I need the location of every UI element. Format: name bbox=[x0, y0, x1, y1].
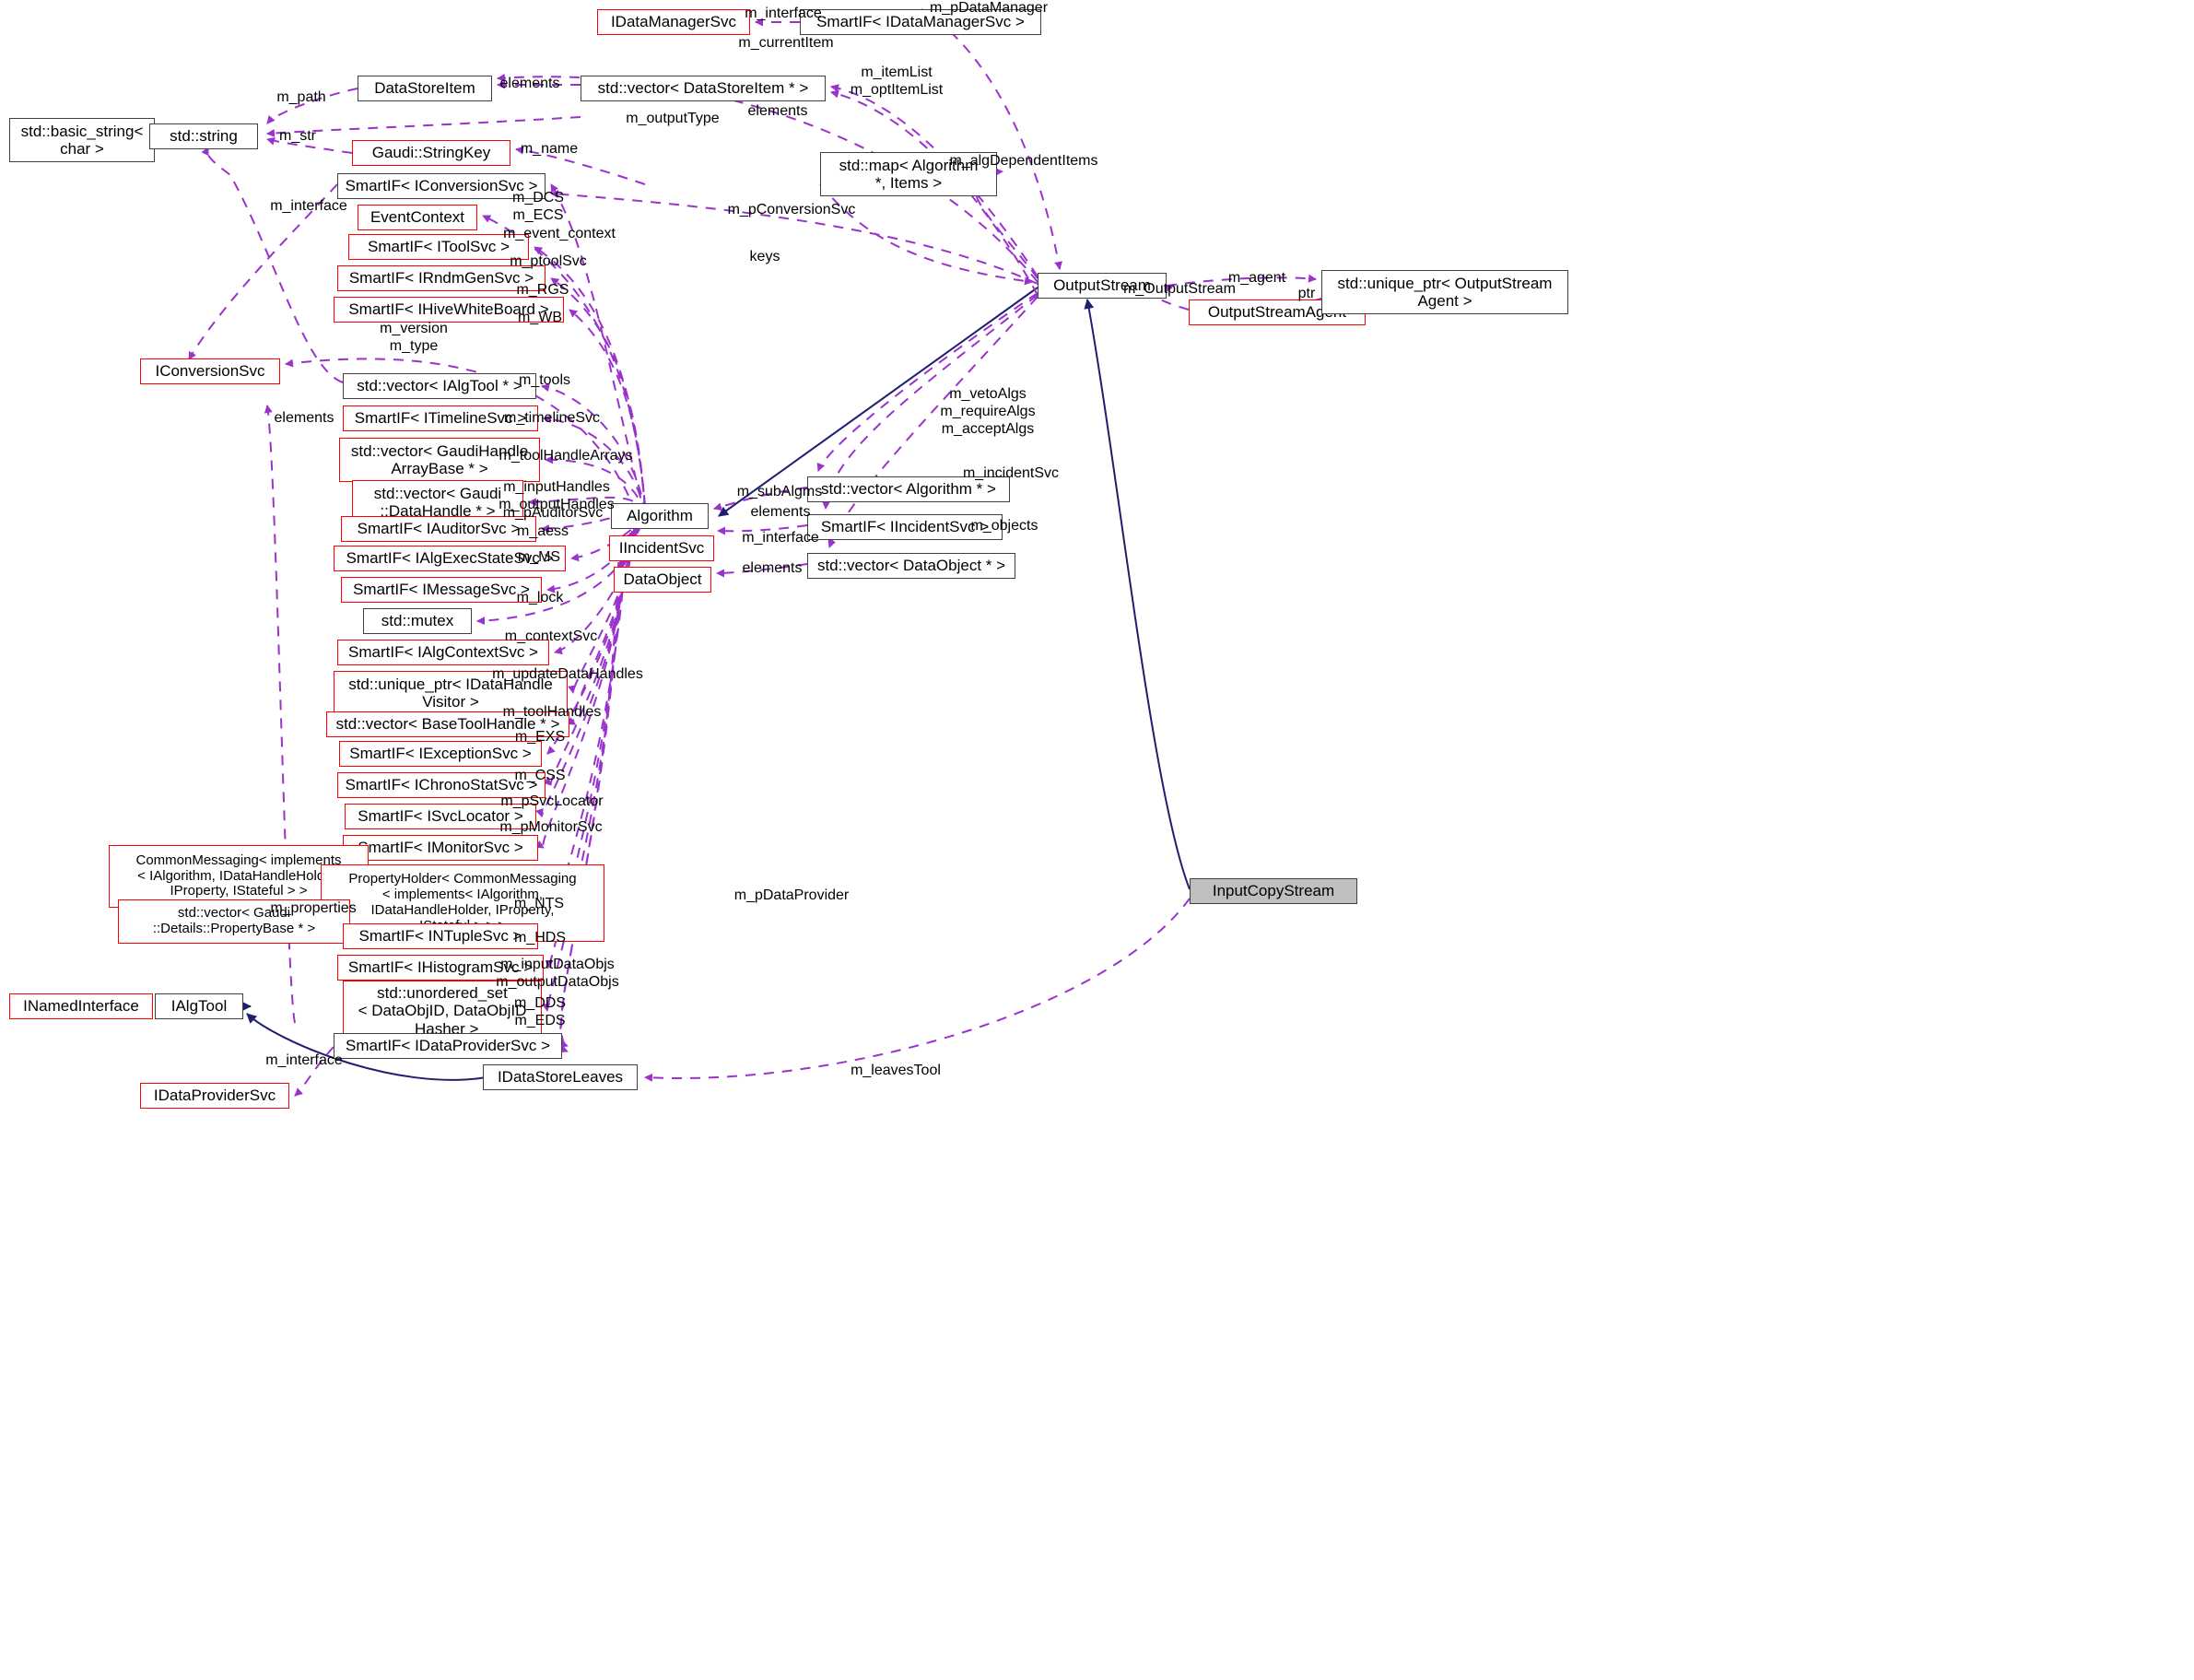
node-std-mutex[interactable]: std::mutex bbox=[363, 608, 472, 634]
edge-label-m-dcs-ecs: m_DCS m_ECS bbox=[511, 190, 564, 223]
node-smartif-intuplesvc[interactable]: SmartIF< INTupleSvc > bbox=[343, 923, 538, 949]
edge-label-m-tools: m_tools bbox=[518, 372, 571, 388]
edge-label-m-psvclocator: m_pSvcLocator bbox=[500, 793, 604, 809]
node-eventcontext[interactable]: EventContext bbox=[358, 205, 477, 230]
edge-label-m-event-context: m_event_context bbox=[503, 226, 616, 241]
node-idatastoreleaves[interactable]: IDataStoreLeaves bbox=[483, 1064, 638, 1090]
edge-label-m-version-type: m_version m_type bbox=[380, 321, 448, 354]
node-vector-ialgtool[interactable]: std::vector< IAlgTool * > bbox=[343, 373, 536, 399]
node-idataprovidersvc[interactable]: IDataProviderSvc bbox=[140, 1083, 289, 1109]
node-iincidentsvc[interactable]: IIncidentSvc bbox=[609, 535, 714, 561]
node-inputcopystream[interactable]: InputCopyStream bbox=[1190, 878, 1357, 904]
edge-label-m-outputtype: m_outputType bbox=[626, 111, 720, 126]
edge-label-m-itemlist: m_itemList m_optItemList bbox=[850, 65, 944, 98]
edge-label-elements-5: elements bbox=[742, 560, 803, 576]
node-outputstream[interactable]: OutputStream bbox=[1038, 273, 1167, 299]
edge-label-m-css: m_CSS bbox=[514, 768, 566, 783]
edge-label-m-toolhandlearrays: m_toolHandleArrays bbox=[499, 448, 633, 464]
edge-label-m-lock: m_lock bbox=[516, 590, 564, 605]
edge-label-m-interface-conv: m_interface bbox=[270, 198, 347, 214]
node-uniqueptr-outputstreamagent[interactable]: std::unique_ptr< OutputStream Agent > bbox=[1321, 270, 1568, 314]
node-smartif-idataprovidersvc[interactable]: SmartIF< IDataProviderSvc > bbox=[334, 1033, 562, 1059]
edge-label-m-algdependentitems: m_algDependentItems bbox=[949, 153, 1098, 169]
edge-label-elements-2: elements bbox=[747, 103, 808, 119]
edge-label-m-path: m_path bbox=[276, 89, 326, 105]
node-ialgtool[interactable]: IAlgTool bbox=[155, 993, 243, 1019]
edge-label-m-exs: m_EXS bbox=[514, 729, 566, 745]
edge-label-m-agent: m_agent bbox=[1227, 270, 1286, 286]
edge-label-elements-1: elements bbox=[499, 76, 560, 91]
edge-label-m-interface-datamanager: m_interface bbox=[745, 6, 822, 21]
edge-label-elements-3: elements bbox=[274, 410, 334, 426]
node-std-string[interactable]: std::string bbox=[149, 123, 258, 149]
node-basic-string[interactable]: std::basic_string< char > bbox=[9, 118, 155, 162]
edge-label-m-objects: m_objects bbox=[970, 518, 1038, 534]
edge-label-m-properties: m_properties bbox=[270, 900, 357, 916]
edge-label-m-contextsvc: m_contextSvc bbox=[504, 629, 598, 644]
edge-label-m-name: m_name bbox=[520, 141, 579, 157]
edge-label-elements-4: elements bbox=[750, 504, 811, 520]
edge-label-m-dds-eds: m_DDS m_EDS bbox=[513, 995, 566, 1028]
edge-label-m-inputdataobjs: m_inputDataObjs m_outputDataObjs bbox=[496, 957, 619, 990]
edge-label-m-aess: m_aess bbox=[516, 523, 569, 539]
edge-label-m-ptoolsvc: m_ptoolSvc bbox=[510, 253, 587, 269]
edge-label-keys: keys bbox=[749, 249, 780, 264]
node-idatamanagersvc[interactable]: IDataManagerSvc bbox=[597, 9, 750, 35]
edge-label-m-timelinesvc: m_timelineSvc bbox=[503, 410, 601, 426]
edge-label-ptr: ptr bbox=[1297, 286, 1316, 301]
edge-label-m-vetoalgs: m_vetoAlgs m_requireAlgs m_acceptAlgs bbox=[940, 386, 1036, 437]
edge-label-m-subalgms: m_subAlgms bbox=[736, 484, 823, 499]
node-smartif-iexceptionsvc[interactable]: SmartIF< IExceptionSvc > bbox=[339, 741, 542, 767]
edge-label-m-interface-incident: m_interface bbox=[742, 530, 819, 546]
node-dataobject[interactable]: DataObject bbox=[614, 567, 711, 593]
edge-label-m-str: m_str bbox=[279, 128, 316, 144]
edge-label-m-leavestool: m_leavesTool bbox=[851, 1063, 941, 1078]
edge-label-m-nts: m_NTS bbox=[513, 896, 565, 911]
node-inamedinterface[interactable]: INamedInterface bbox=[9, 993, 153, 1019]
node-vector-propertybase[interactable]: std::vector< Gaudi ::Details::PropertyBa… bbox=[118, 899, 350, 944]
edge-label-m-interface-dataprov: m_interface bbox=[265, 1052, 343, 1068]
edge-label-m-ms: m_MS bbox=[517, 549, 561, 565]
node-smartif-imonitorsvc[interactable]: SmartIF< IMonitorSvc > bbox=[343, 835, 538, 861]
edge-label-m-pdataprovider: m_pDataProvider bbox=[733, 887, 850, 903]
edge-label-m-toolhandles: m_toolHandles bbox=[502, 704, 602, 720]
edge-label-m-pdatamanager: m_pDataManager bbox=[929, 0, 1049, 16]
edge-label-m-wb: m_WB bbox=[518, 310, 562, 325]
edge-label-m-hds: m_HDS bbox=[513, 930, 566, 946]
node-vector-dataobject[interactable]: std::vector< DataObject * > bbox=[807, 553, 1015, 579]
edge-label-m-pmonitorsvc: m_pMonitorSvc bbox=[499, 819, 603, 835]
node-smartif-ichronostatsvc[interactable]: SmartIF< IChronoStatSvc > bbox=[337, 772, 546, 798]
node-smartif-isvclocator[interactable]: SmartIF< ISvcLocator > bbox=[345, 804, 536, 829]
edge-label-m-updatedatahandles: m_updateDataHandles bbox=[492, 666, 643, 682]
edge-label-m-rgs: m_RGS bbox=[516, 282, 569, 298]
node-datastoreitem[interactable]: DataStoreItem bbox=[358, 76, 492, 101]
edge-label-m-currentitem: m_currentItem bbox=[738, 35, 834, 51]
node-vector-basetoolhandle[interactable]: std::vector< BaseToolHandle * > bbox=[326, 711, 569, 737]
node-smartif-ialgcontextsvc[interactable]: SmartIF< IAlgContextSvc > bbox=[337, 640, 549, 665]
node-smartif-ihistogramsvc[interactable]: SmartIF< IHistogramSvc > bbox=[337, 955, 544, 981]
edge-label-m-incidentsvc: m_incidentSvc bbox=[962, 465, 1060, 481]
node-iconversionsvc[interactable]: IConversionSvc bbox=[140, 358, 280, 384]
edge-label-m-pauditorsvc: m_pAuditorSvc bbox=[502, 505, 604, 521]
node-vector-datastoreitem[interactable]: std::vector< DataStoreItem * > bbox=[581, 76, 826, 101]
edge-label-m-pconversionsvc: m_pConversionSvc bbox=[727, 202, 856, 217]
node-gaudi-stringkey[interactable]: Gaudi::StringKey bbox=[352, 140, 510, 166]
node-uniqueptr-idatahandlevisitor[interactable]: std::unique_ptr< IDataHandle Visitor > bbox=[334, 671, 568, 715]
